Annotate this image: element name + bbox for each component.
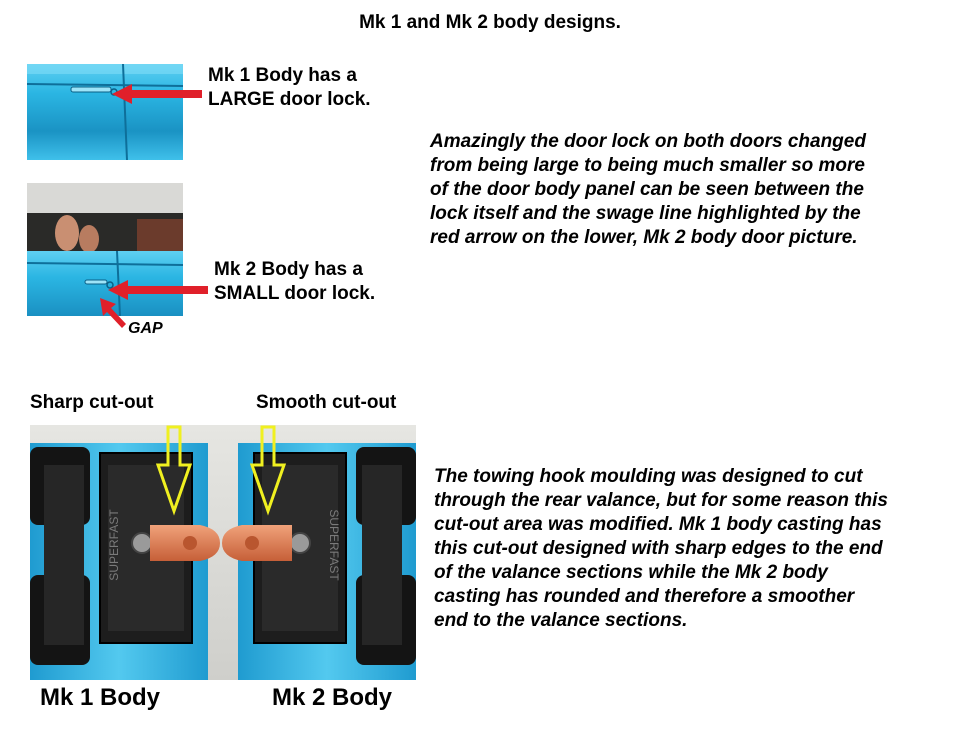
mk2-base-text: SUPERFAST xyxy=(327,509,341,581)
base-comparison-photo: SUPERFAST SUPERFAST xyxy=(30,425,416,680)
door-lock-paragraph: Amazingly the door lock on both doors ch… xyxy=(430,131,866,248)
mk1-base-text: SUPERFAST xyxy=(107,509,121,581)
gap-label: GAP xyxy=(128,320,163,337)
mk1-door-photo xyxy=(27,64,183,160)
mk1-red-arrow xyxy=(112,84,202,104)
mk2-caption: Mk 2 Body xyxy=(272,684,393,711)
mk2-red-arrow xyxy=(108,280,208,300)
mk1-caption: Mk 1 Body xyxy=(40,684,161,711)
mk1-label: Mk 1 Body has a LARGE door lock. xyxy=(208,65,371,110)
page-title: Mk 1 and Mk 2 body designs. xyxy=(359,12,621,33)
gap-red-arrow xyxy=(100,298,126,328)
mk2-label: Mk 2 Body has a SMALL door lock. xyxy=(214,259,376,304)
tow-hook-paragraph: The towing hook moulding was designed to… xyxy=(434,466,888,631)
sharp-cutout-label: Sharp cut-out xyxy=(30,392,154,413)
smooth-cutout-label: Smooth cut-out xyxy=(256,392,397,413)
